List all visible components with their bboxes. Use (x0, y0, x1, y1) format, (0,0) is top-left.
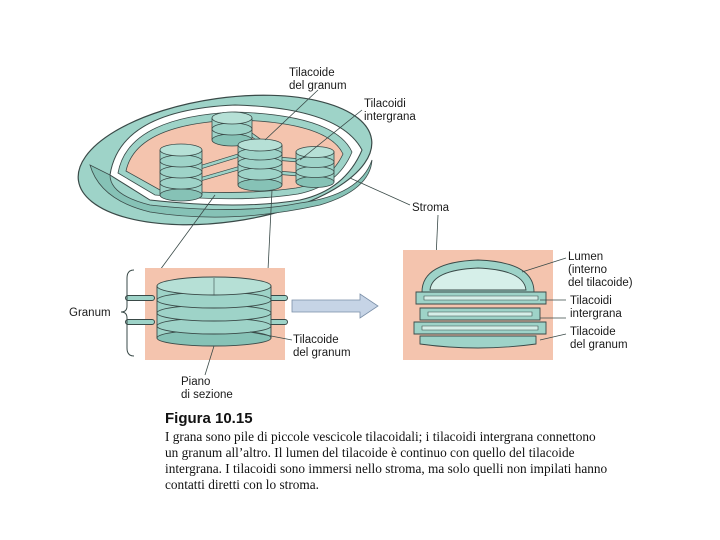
label-piano-1: Piano (181, 376, 210, 388)
caption-title: Figura 10.15 (165, 410, 253, 427)
caption-line-1: I grana sono pile di piccole vescicole t… (165, 429, 596, 444)
arrow-to-section (291, 293, 379, 319)
label-tilacoidi-intergrana-top-1: Tilacoidi (364, 98, 406, 110)
label-tilacoide-granum-left-1: Tilacoide (293, 334, 339, 346)
caption-line-4: contatti diretti con lo stroma. (165, 477, 319, 492)
granum-3d-center (237, 138, 283, 192)
label-lumen-2: (interno (568, 264, 607, 276)
caption-line-3: intergrana. I tilacoidi sono immersi nel… (165, 461, 608, 476)
label-tilacoidi-intergrana-top-2: intergrana (364, 111, 416, 123)
leader-lines-top (159, 89, 439, 271)
caption-line-2: un granum all’altro. Il lumen del tilaco… (165, 445, 575, 460)
label-tilacoide-granum-right-1: Tilacoide (570, 326, 616, 338)
granum-3d-right (295, 146, 335, 188)
granum-3d-top (211, 111, 253, 147)
label-lumen-1: Lumen (568, 251, 603, 263)
figure-caption: Figura 10.15 I grana sono pile di piccol… (165, 410, 685, 493)
granum-3d-left (159, 143, 203, 202)
label-tilacoidi-intergrana-right-1: Tilacoidi (570, 295, 612, 307)
label-tilacoide-granum-top-1: Tilacoide (289, 67, 335, 79)
figure-labels: Tilacoide del granum Tilacoidi intergran… (69, 67, 633, 401)
label-tilacoide-granum-left-2: del granum (293, 347, 351, 359)
label-tilacoide-granum-top-2: del granum (289, 80, 347, 92)
granum-enlarged (120, 268, 293, 376)
label-tilacoide-granum-right-2: del granum (570, 339, 628, 351)
label-stroma: Stroma (412, 202, 450, 214)
granum-cross-section (403, 250, 567, 360)
label-piano-2: di sezione (181, 389, 233, 401)
label-granum: Granum (69, 307, 111, 319)
chloroplast-illustration (77, 94, 373, 226)
label-lumen-3: del tilacoide) (568, 277, 633, 289)
label-tilacoidi-intergrana-right-2: intergrana (570, 308, 622, 320)
